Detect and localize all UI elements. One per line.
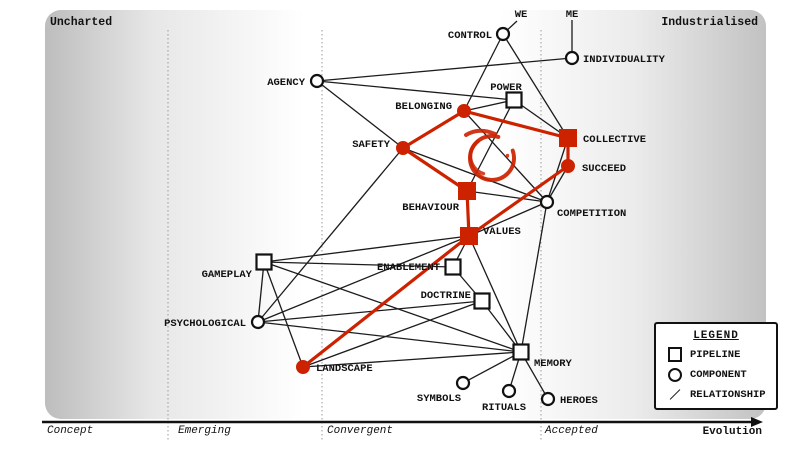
node-belonging [457, 104, 471, 118]
node-individuality [564, 50, 580, 66]
node-label-competition: COMPETITION [557, 208, 626, 220]
edge-behaviour-competition [466, 190, 548, 203]
node-succeed [561, 159, 575, 173]
edge-values-landscape [302, 234, 470, 369]
edge-power-behaviour [466, 99, 515, 192]
legend-title: LEGEND [693, 330, 739, 342]
node-behaviour [458, 182, 476, 200]
edge-values-memory [468, 235, 522, 353]
node-label-succeed: SUCCEED [582, 163, 626, 175]
edge-competition-memory [520, 201, 548, 353]
node-competition [539, 194, 555, 210]
edge-collective-competition [546, 137, 569, 203]
node-label-power: POWER [490, 82, 522, 94]
stage-label-accepted: Accepted [545, 425, 598, 437]
edge-landscape-doctrine [302, 300, 483, 368]
node-label-heroes: HEROES [560, 395, 598, 407]
node-label-enablement: ENABLEMENT [377, 262, 440, 274]
node-control [495, 26, 511, 42]
edge-belonging-collective [463, 109, 569, 140]
edge-safety-behaviour [402, 146, 468, 193]
edge-psychological-values [257, 235, 470, 323]
stage-label-convergent: Convergent [327, 425, 394, 437]
evolution-axis-label: Evolution [702, 426, 762, 438]
node-label-landscape: LANDSCAPE [316, 363, 373, 375]
node-label-psychological: PSYCHOLOGICAL [164, 318, 246, 330]
edge-gameplay-enablement [263, 261, 454, 268]
stage-label-concept: Concept [47, 425, 94, 437]
edge-control-belonging [463, 33, 504, 112]
edge-gameplay-values [263, 235, 470, 263]
node-label-behaviour: BEHAVIOUR [402, 202, 459, 214]
node-label-control: CONTROL [448, 30, 492, 42]
edge-gameplay-landscape [263, 261, 304, 368]
region-label-uncharted: Uncharted [50, 16, 113, 29]
edge-agency-safety [316, 80, 404, 149]
edge-values-competition [468, 201, 548, 237]
node-label-safety: SAFETY [352, 139, 391, 151]
node-rituals [501, 383, 517, 399]
node-label-rituals: RITUALS [482, 402, 526, 414]
edge-safety-competition [402, 147, 548, 203]
node-enablement [444, 258, 462, 276]
edge-succeed-values [468, 164, 569, 238]
axis-arrowhead [751, 417, 763, 427]
node-heroes [540, 391, 556, 407]
node-label-belonging: BELONGING [395, 101, 452, 113]
legend-item-pipeline: PIPELINE [668, 346, 776, 363]
node-agency [309, 73, 325, 89]
legend-item-component: COMPONENT [668, 366, 776, 383]
edge-belonging-safety [402, 109, 465, 150]
node-values [460, 227, 478, 245]
pipeline-icon [668, 347, 682, 362]
node-label-values: VALUES [483, 226, 521, 238]
highlight-scribble [464, 128, 516, 182]
node-safety [396, 141, 410, 155]
legend-item-relationship: RELATIONSHIP [668, 386, 776, 403]
node-label-me: ME [566, 9, 579, 21]
legend-box: LEGEND PIPELINE COMPONENT RELATIONSHIP [654, 322, 778, 410]
node-symbols [455, 375, 471, 391]
edge-gameplay-psychological [257, 261, 265, 323]
region-label-industrialised: Industrialised [661, 16, 758, 29]
edge-control-collective [502, 33, 569, 139]
node-label-symbols: SYMBOLS [417, 393, 461, 405]
node-label-memory: MEMORY [534, 358, 573, 370]
node-power [505, 91, 523, 109]
edge-landscape-memory [302, 351, 522, 368]
edge-safety-psychological [257, 147, 404, 323]
edge-agency-power [316, 80, 515, 101]
relationship-icon [668, 388, 682, 402]
node-landscape [296, 360, 310, 374]
node-label-gameplay: GAMEPLAY [202, 269, 253, 281]
edge-gameplay-memory [263, 261, 522, 353]
node-label-individuality: INDIVIDUALITY [583, 54, 666, 66]
node-label-doctrine: DOCTRINE [421, 290, 471, 302]
node-doctrine [473, 292, 491, 310]
node-label-we: WE [515, 9, 528, 21]
edge-psychological-memory [257, 321, 522, 353]
edge-psychological-doctrine [257, 300, 483, 323]
node-collective [559, 129, 577, 147]
node-gameplay [255, 253, 273, 271]
edge-agency-individuality [316, 57, 573, 82]
component-icon [668, 367, 682, 382]
node-psychological [250, 314, 266, 330]
edge-memory-symbols [462, 351, 522, 384]
node-label-agency: AGENCY [267, 77, 306, 89]
stage-label-emerging: Emerging [178, 425, 231, 437]
node-memory [512, 343, 530, 361]
node-label-collective: COLLECTIVE [583, 134, 646, 146]
edge-belonging-competition [463, 110, 548, 203]
map-background [45, 10, 766, 419]
